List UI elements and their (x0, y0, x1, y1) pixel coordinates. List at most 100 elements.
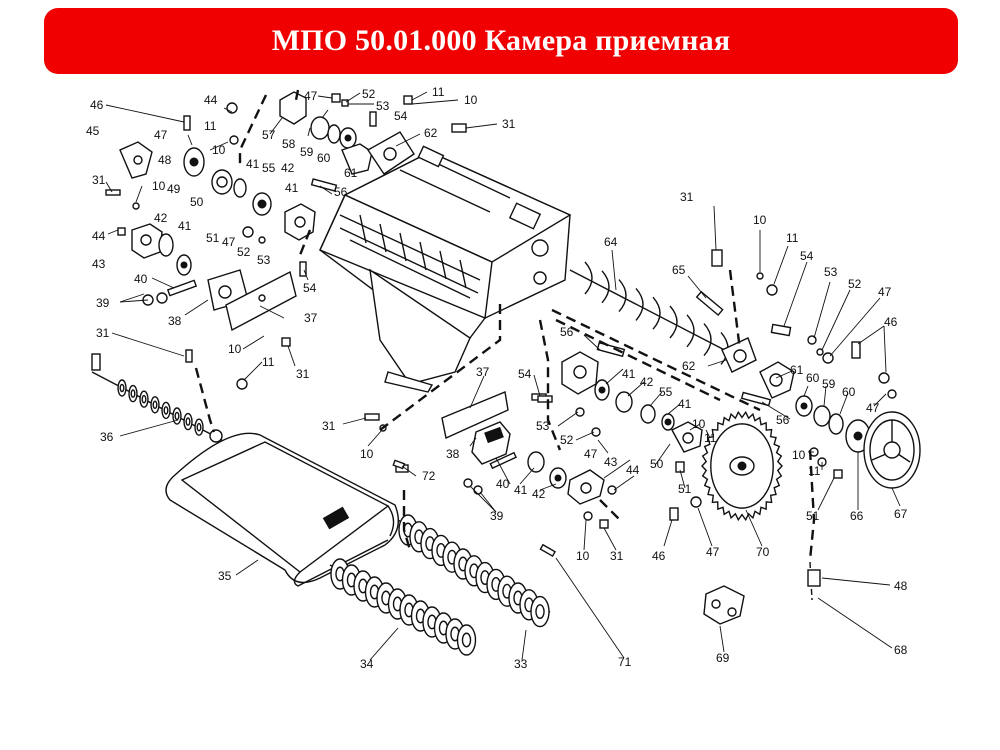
callout-35: 35 (218, 569, 232, 583)
callout-11: 11 (786, 231, 799, 245)
callout-51: 51 (806, 509, 820, 523)
callout-53: 53 (376, 99, 390, 113)
left-bearing-assembly (105, 102, 316, 390)
callout-33: 33 (514, 657, 528, 671)
callout-45: 45 (86, 124, 100, 138)
callout-47: 47 (584, 447, 598, 461)
callout-57: 57 (262, 128, 276, 142)
callout-36: 36 (100, 430, 114, 444)
callout-56: 56 (560, 325, 574, 339)
center-bearing-assembly (364, 391, 617, 529)
callout-31: 31 (96, 326, 110, 340)
callout-43: 43 (92, 257, 106, 271)
callout-10: 10 (152, 179, 166, 193)
shaft-36-disc (161, 401, 171, 420)
callout-38: 38 (446, 447, 460, 461)
callout-42: 42 (281, 161, 295, 175)
callout-67: 67 (894, 507, 908, 521)
callout-54: 54 (394, 109, 408, 123)
sprocket-70 (669, 410, 783, 522)
callout-31: 31 (680, 190, 694, 204)
callout-11: 11 (204, 119, 217, 133)
callout-41: 41 (622, 367, 636, 381)
callout-51: 51 (678, 482, 692, 496)
conveyor-belt-35 (165, 432, 399, 587)
callout-54: 54 (303, 281, 317, 295)
callout-43: 43 (604, 455, 618, 469)
callout-leaders (105, 91, 901, 661)
callout-31: 31 (322, 419, 336, 433)
callout-labels: 46 45 47 48 49 31 10 44 43 42 41 40 39 3… (86, 85, 908, 671)
callout-62: 62 (682, 359, 696, 373)
callout-31: 31 (296, 367, 310, 381)
callout-47: 47 (866, 401, 880, 415)
callout-59: 59 (300, 145, 314, 159)
callout-54: 54 (518, 367, 532, 381)
title-banner: МПО 50.01.000 Камера приемная (44, 8, 958, 74)
chain-68 (807, 561, 821, 601)
callout-50: 50 (190, 195, 204, 209)
callout-66: 66 (850, 509, 864, 523)
callout-11: 11 (704, 431, 717, 445)
shaft-36-disc-hub (141, 394, 147, 404)
callout-10: 10 (360, 447, 374, 461)
shaft-36-disc-hub (152, 400, 158, 410)
callout-56: 56 (334, 185, 348, 199)
shaft-36-disc-hub (174, 411, 180, 421)
callout-42: 42 (154, 211, 168, 225)
callout-61: 61 (344, 166, 358, 180)
callout-10: 10 (792, 448, 806, 462)
callout-53: 53 (257, 253, 271, 267)
callout-60: 60 (317, 151, 331, 165)
callout-53: 53 (536, 419, 550, 433)
shaft-36-disc (172, 407, 182, 425)
drum-33-disc-hub (535, 604, 545, 620)
callout-39: 39 (96, 296, 110, 310)
callout-68: 68 (894, 643, 908, 657)
shaft-36-disc (117, 379, 127, 397)
callout-52: 52 (560, 433, 574, 447)
callout-11: 11 (432, 85, 445, 99)
callout-46: 46 (652, 549, 666, 563)
callout-70: 70 (756, 545, 770, 559)
callout-10: 10 (464, 93, 478, 107)
left-shaft-36 (91, 353, 223, 443)
callout-31: 31 (92, 173, 106, 187)
callout-11: 11 (808, 464, 821, 478)
callout-46: 46 (884, 315, 898, 329)
callout-47: 47 (706, 545, 720, 559)
callout-55: 55 (659, 385, 673, 399)
callout-11: 11 (262, 355, 275, 369)
callout-44: 44 (626, 463, 640, 477)
callout-48: 48 (158, 153, 172, 167)
callout-60: 60 (842, 385, 856, 399)
callout-69: 69 (716, 651, 730, 665)
sprocket-70-rim (710, 423, 774, 509)
shaft-36-disc-hub (163, 406, 169, 415)
callout-41: 41 (246, 157, 260, 171)
callout-42: 42 (640, 375, 654, 389)
callout-37: 37 (476, 365, 490, 379)
shaft-36-disc (194, 418, 204, 436)
callout-52: 52 (237, 245, 251, 259)
callout-10: 10 (228, 342, 242, 356)
callout-71: 71 (618, 655, 632, 669)
callout-10: 10 (576, 549, 590, 563)
pin-71 (539, 543, 557, 558)
callout-56: 56 (776, 413, 790, 427)
callout-47: 47 (222, 235, 236, 249)
callout-55: 55 (262, 161, 276, 175)
right-bearing-assembly (537, 341, 703, 473)
callout-48: 48 (894, 579, 908, 593)
callout-46: 46 (90, 98, 104, 112)
callout-41: 41 (678, 397, 692, 411)
callout-10: 10 (753, 213, 767, 227)
callout-60: 60 (806, 371, 820, 385)
callout-47: 47 (304, 89, 318, 103)
shaft-36-disc-hub (119, 383, 125, 393)
callout-37: 37 (304, 311, 318, 325)
shaft-36-disc-hub (130, 389, 136, 398)
shaft-36-disc (183, 412, 193, 431)
drum-33 (397, 514, 551, 628)
callout-38: 38 (168, 314, 182, 328)
